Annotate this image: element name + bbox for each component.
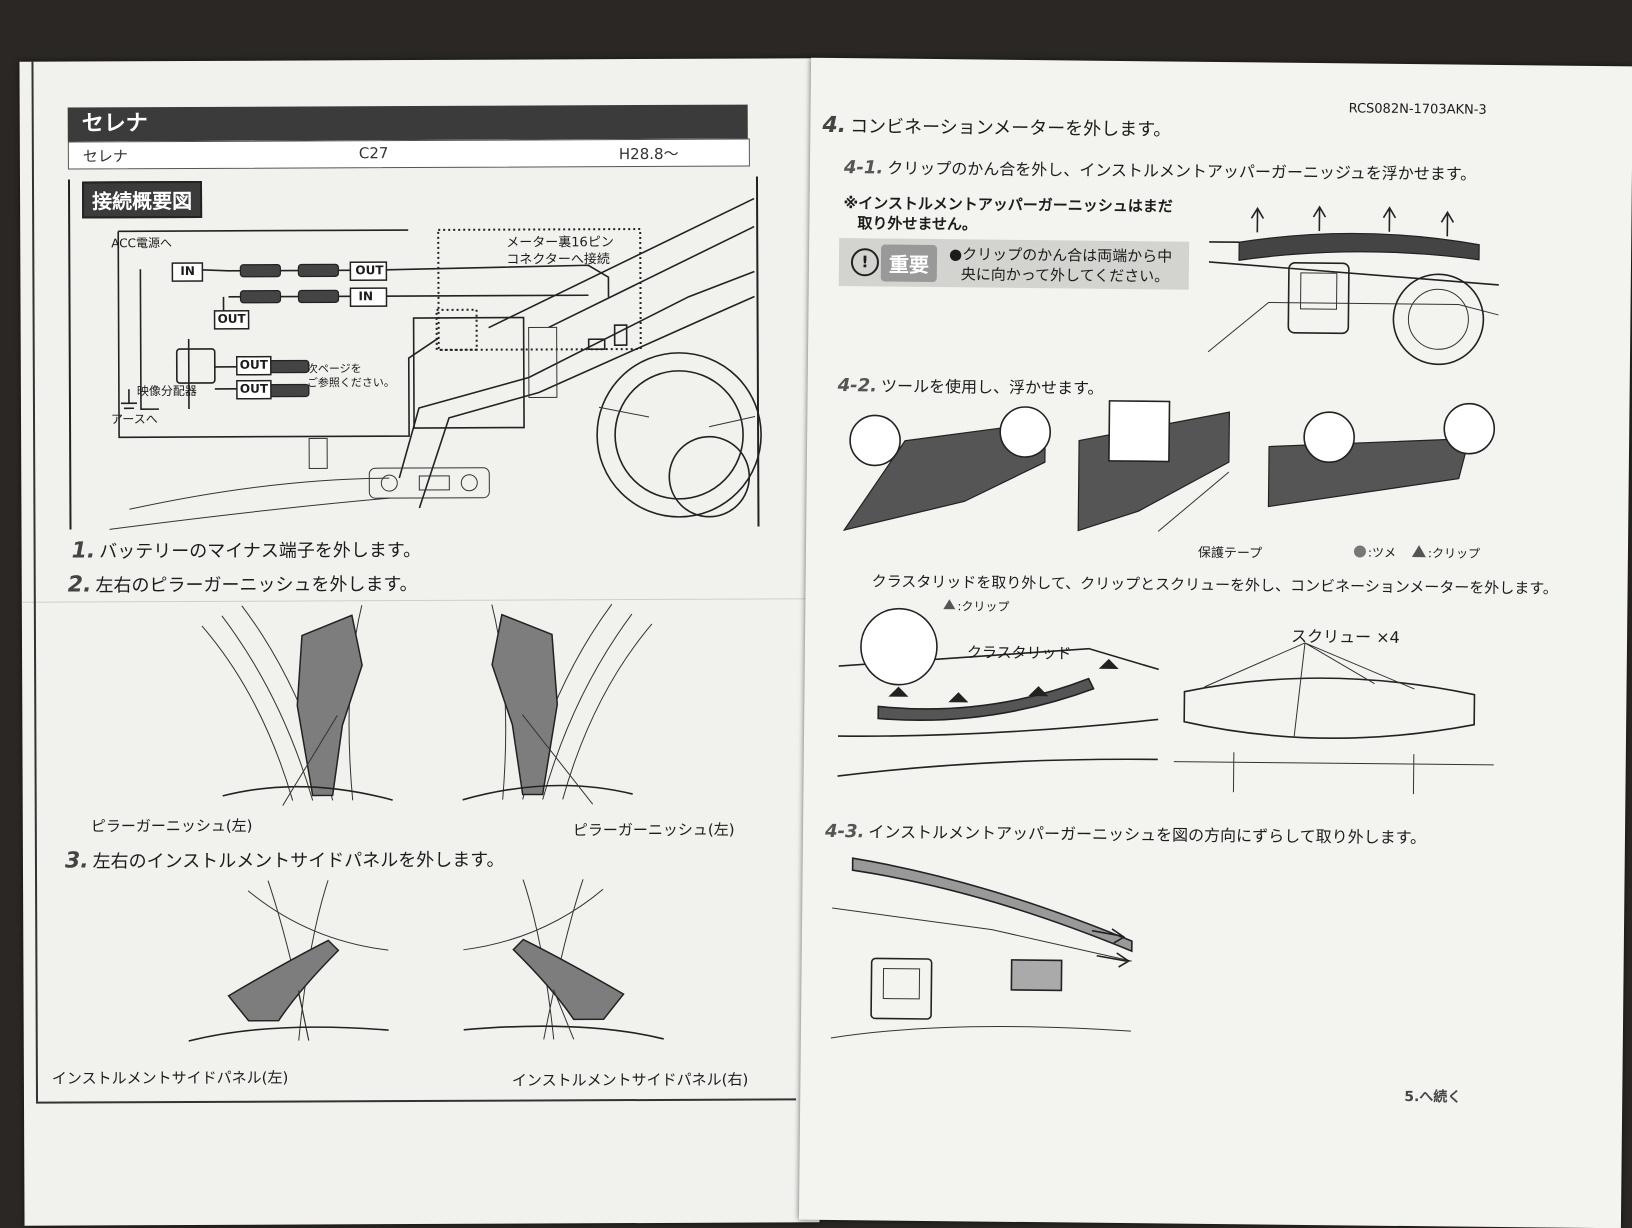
splitter-label: 映像分配器	[136, 383, 197, 399]
step-4-2-text: ツールを使用し、浮かせます。	[880, 376, 1104, 398]
model-title: セレナ	[81, 111, 148, 137]
step-4-1-number: 4-1.	[843, 157, 884, 179]
step-1: 1.バッテリーのマイナス端子を外します。	[71, 536, 422, 564]
screw-label: スクリュー ×4	[1290, 626, 1400, 647]
fold-line	[21, 598, 817, 603]
meter-label-2: コネクターへ接続	[506, 252, 610, 268]
clip-legend: :クリップ	[1427, 546, 1481, 561]
upper-garnish-removal-illustration	[830, 857, 1133, 1039]
out-tag-4: OUT	[239, 381, 269, 396]
out-tag-1: OUT	[355, 263, 384, 278]
wiring-diagram	[109, 197, 762, 530]
step-4-3-number: 4-3.	[824, 820, 865, 843]
clip-legend-2-icon	[943, 599, 956, 610]
step-3-number: 3.	[64, 848, 89, 874]
pillar-right-caption: ピラーガーニッシュ(左)	[572, 820, 735, 840]
important-label: 重要	[880, 244, 938, 283]
step-2: 2.左右のピラーガーニッシュを外します。	[67, 570, 418, 598]
step-4-text: コンビネーションメーターを外します。	[849, 116, 1172, 141]
model-date: H28.8～	[618, 144, 679, 164]
upper-garnish-illustration	[1207, 205, 1499, 366]
claw-legend: :ツメ	[1367, 545, 1397, 560]
tool-illustration-2	[1077, 400, 1231, 532]
model-code: C27	[358, 144, 389, 163]
in-tag-1: IN	[180, 263, 195, 279]
step-4-2: 4-2.ツールを使用し、浮かせます。	[838, 372, 1104, 399]
meter-screw-illustration	[1173, 642, 1494, 795]
step-4-2-number: 4-2.	[837, 375, 878, 397]
tool-illustration-1	[842, 406, 1051, 532]
ground-label: アースへ	[110, 412, 158, 427]
right-page: RCS082N-1703AKN-3 4.コンビネーションメーターを外します。 4…	[798, 57, 1632, 1228]
left-page: セレナ セレナ C27 H28.8～ 接続概要図	[19, 58, 820, 1226]
continue-label: 5.へ続く	[1404, 1088, 1462, 1106]
model-info-row: セレナ C27 H28.8～	[67, 138, 750, 170]
step-4-1-text: クリップのかん合を外し、インストルメントアッパーガーニッジュを浮かせます。	[887, 158, 1477, 184]
step-1-number: 1.	[71, 538, 96, 564]
out-tag-3: OUT	[239, 357, 268, 372]
pillar-left-illustration	[201, 605, 393, 806]
step-4-number: 4.	[822, 112, 847, 139]
step-2-text: 左右のピラーガーニッシュを外します。	[95, 574, 418, 597]
step-2-number: 2.	[67, 572, 92, 598]
cluster-lid-illustration	[837, 607, 1159, 777]
bottom-border	[36, 1098, 797, 1104]
model-title-bar: セレナ	[67, 104, 748, 142]
in-tag-2: IN	[358, 289, 374, 304]
side-panel-right-illustration	[463, 879, 664, 1040]
cluster-lid-label: クラスタリッド	[966, 643, 1072, 663]
pillar-left-caption: ピラーガーニッシュ(左)	[90, 816, 253, 836]
doc-code: RCS082N-1703AKN-3	[1348, 101, 1487, 118]
acc-label: ACC電源へ	[111, 236, 173, 251]
step-4-3-text: インストルメントアッパーガーニッシュを図の方向にずらして取り外します。	[868, 822, 1427, 848]
step-1-text: バッテリーのマイナス端子を外します。	[99, 539, 422, 563]
clip-legend-2: :クリップ	[957, 599, 1010, 614]
pillar-right-illustration	[462, 603, 653, 805]
important-text-2: 央に向かって外してください。	[960, 265, 1170, 286]
step-4: 4.コンビネーションメーターを外します。	[822, 112, 1171, 142]
side-panel-left-illustration	[188, 880, 389, 1042]
side-panel-left-caption: インストルメントサイドパネル(左)	[51, 1068, 289, 1088]
step-4-1: 4-1.クリップのかん合を外し、インストルメントアッパーガーニッジュを浮かせます…	[844, 154, 1477, 185]
model-name: セレナ	[82, 147, 128, 166]
clip-legend-icon	[1411, 545, 1427, 558]
next-page-note-2: ご参照ください。	[306, 376, 395, 390]
warning-icon: !	[850, 248, 880, 277]
out-tag-2: OUT	[217, 311, 246, 326]
note-line-2: 取り外せません。	[857, 214, 978, 234]
step-3-text: 左右のインストルメントサイドパネルを外します。	[92, 849, 505, 873]
claw-legend-icon	[1353, 545, 1367, 558]
step-3: 3.左右のインストルメントサイドパネルを外します。	[64, 846, 505, 874]
tool-illustration-3	[1267, 402, 1496, 508]
cluster-instruction: クラスタリッドを取り外して、クリップとスクリューを外し、コンビネーションメーター…	[871, 572, 1558, 598]
tape-label: 保護テープ	[1197, 545, 1263, 562]
step-4-3: 4-3.インストルメントアッパーガーニッシュを図の方向にずらして取り外します。	[825, 818, 1426, 848]
left-border	[31, 61, 39, 1102]
side-panel-right-caption: インストルメントサイドパネル(右)	[511, 1070, 749, 1090]
